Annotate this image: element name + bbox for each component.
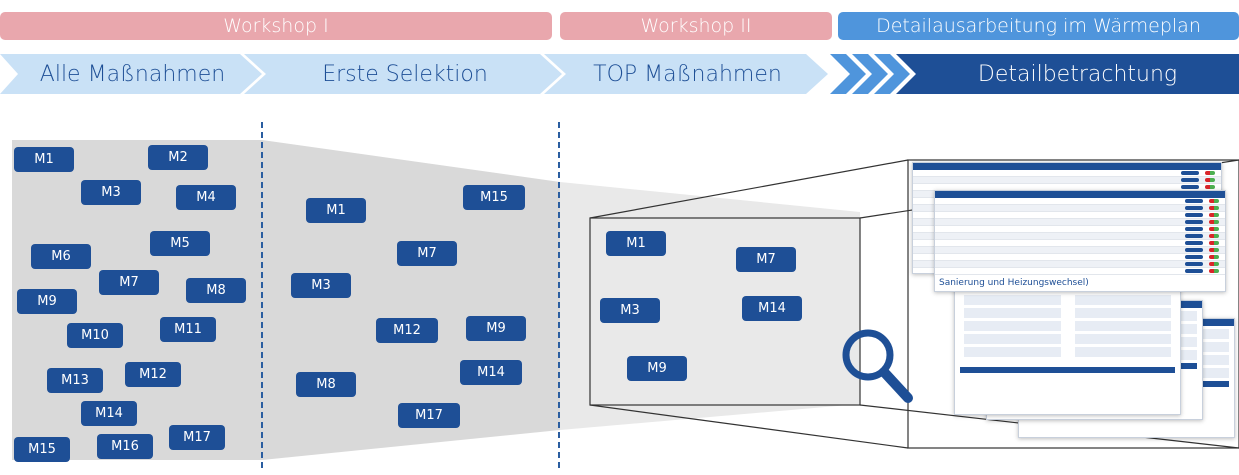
measure-box: M12 — [376, 318, 438, 343]
stage-all-measures: Alle Maßnahmen — [39, 61, 226, 87]
measure-box: M8 — [296, 372, 356, 397]
measure-box: M14 — [742, 296, 802, 321]
measure-box: M1 — [306, 198, 366, 223]
frame-outer — [907, 159, 1239, 449]
measure-box: M7 — [99, 270, 159, 295]
measure-box: M15 — [14, 437, 70, 462]
chevron-shape-1 — [0, 54, 262, 94]
chevron-small-1 — [830, 54, 866, 94]
frame-inner — [589, 217, 861, 406]
workshop-2-bar: Workshop II — [560, 12, 832, 40]
stage-top-measures: TOP Maßnahmen — [593, 61, 782, 87]
workshop-1-bar: Workshop I — [0, 12, 552, 40]
chevron-shape-2 — [244, 54, 562, 94]
measure-box: M14 — [460, 360, 522, 385]
measure-box: M9 — [627, 356, 687, 381]
chevron-shape-4 — [896, 54, 1239, 94]
measure-box: M2 — [148, 145, 208, 170]
measure-box: M9 — [17, 289, 77, 314]
magnifier-lens — [842, 329, 894, 381]
stage-first-selection: Erste Selektion — [322, 61, 488, 87]
measure-box: M7 — [397, 241, 457, 266]
measure-box: M17 — [398, 403, 460, 428]
chevron-small-3 — [874, 54, 910, 94]
measure-box: M15 — [463, 185, 525, 210]
measure-box: M3 — [291, 273, 351, 298]
measure-box: M1 — [14, 147, 74, 172]
frame-edge-top-left — [589, 159, 909, 219]
measure-box: M7 — [736, 247, 796, 272]
measure-box: M1 — [606, 231, 666, 256]
divider-line-2 — [558, 122, 560, 468]
magnifier-icon — [842, 329, 913, 403]
measure-box: M3 — [81, 180, 141, 205]
measure-box: M9 — [466, 316, 526, 341]
document-thumbnail-table-front: Sanierung und Heizungswechsel) — [934, 190, 1226, 292]
measure-box: M10 — [67, 323, 123, 348]
chevron-small-2 — [852, 54, 888, 94]
frame-edge-bottom-left — [589, 404, 909, 449]
measure-box: M3 — [600, 298, 660, 323]
detail-bar: Detailausarbeitung im Wärmeplan — [838, 12, 1239, 40]
measure-box: M14 — [81, 401, 137, 426]
measure-box: M16 — [97, 434, 153, 459]
divider-line-1 — [261, 122, 263, 468]
magnifier-handle — [879, 367, 913, 403]
chevron-shape-3 — [544, 54, 828, 94]
document-heading: Sanierung und Heizungswechsel) — [939, 278, 1089, 288]
measure-box: M17 — [169, 425, 225, 450]
measure-box: M4 — [176, 185, 236, 210]
stage-detail: Detailbetrachtung — [977, 61, 1178, 87]
measure-box: M8 — [186, 278, 246, 303]
measure-box: M11 — [160, 317, 216, 342]
process-chevrons — [0, 54, 1239, 94]
measure-box: M5 — [150, 231, 210, 256]
document-thumbnail-detail — [954, 280, 1181, 415]
measure-box: M6 — [31, 244, 91, 269]
measure-box: M13 — [47, 368, 103, 393]
measure-box: M12 — [125, 362, 181, 387]
